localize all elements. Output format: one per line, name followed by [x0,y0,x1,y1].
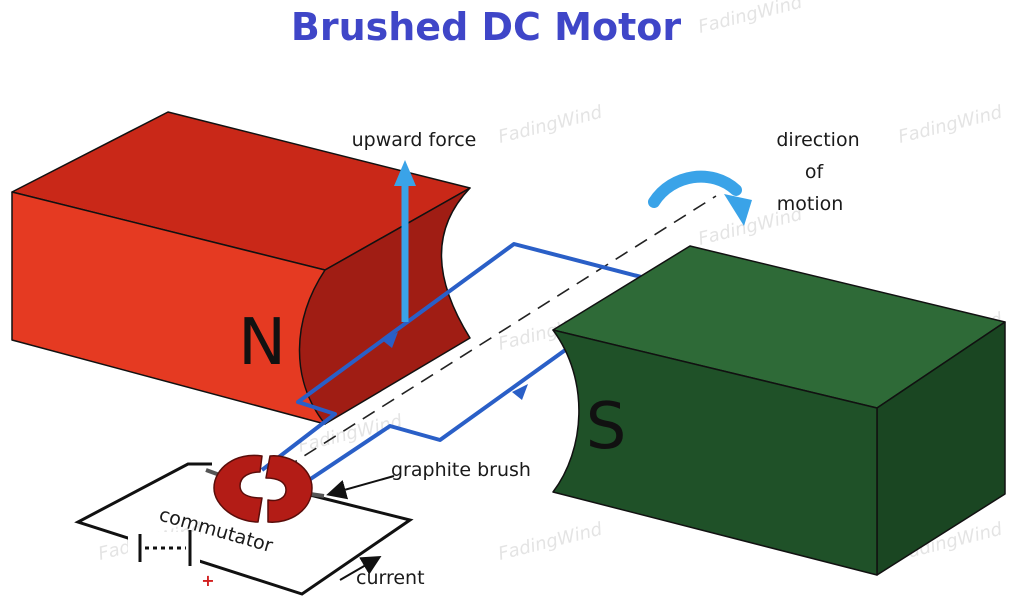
upward-force-label: upward force [352,129,477,151]
motion-arrow-head [724,194,752,226]
south-pole-label: S [586,390,627,464]
direction-label-line3: motion [777,193,844,215]
current-arrow-upper [382,332,398,348]
external-circuit: + current [74,462,425,596]
south-magnet: S [552,245,1006,576]
upward-force-arrow [394,160,416,322]
battery-plus-sign: + [201,571,214,590]
motion-arc [648,170,742,208]
north-magnet-pole-face [298,187,471,425]
direction-label-line1: direction [776,129,859,151]
south-magnet-front [552,329,878,576]
north-pole-label: N [238,306,286,380]
current-arrow [339,555,382,581]
graphite-brush-pointer [326,475,395,500]
commutator-segment-right [265,455,313,523]
watermark: FadingWind [496,519,605,565]
current-label: current [356,567,425,589]
graphite-brush-label: graphite brush [391,459,531,481]
direction-label-line2: of [805,161,825,183]
upward-force-head [394,160,416,186]
commutator [205,454,325,523]
diagram-title: Brushed DC Motor [291,5,681,49]
watermark: FadingWind [896,102,1005,148]
north-magnet: N [11,111,471,425]
armature-wire-lower [295,336,584,490]
commutator-segment-left [213,454,263,523]
current-arrow-lower [512,384,528,400]
watermark: FadingWind [696,0,805,38]
watermark: FadingWind [496,102,605,148]
rotation-axis [284,195,717,469]
direction-of-motion-arrow [648,170,752,226]
